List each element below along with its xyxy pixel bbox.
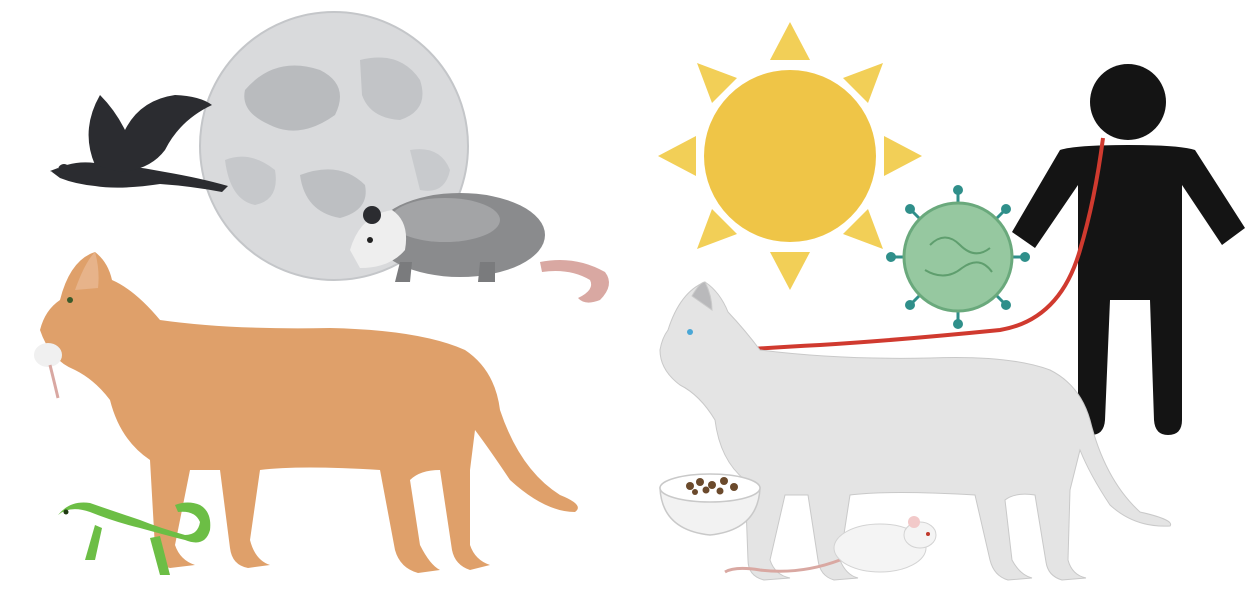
sun-icon <box>658 22 922 290</box>
food-bowl-icon <box>660 474 760 535</box>
left-panel <box>34 12 609 575</box>
orange-cat-icon <box>40 252 578 573</box>
virus-icon <box>886 185 1030 329</box>
mouse-prey-icon <box>34 343 62 398</box>
right-panel <box>658 22 1245 580</box>
